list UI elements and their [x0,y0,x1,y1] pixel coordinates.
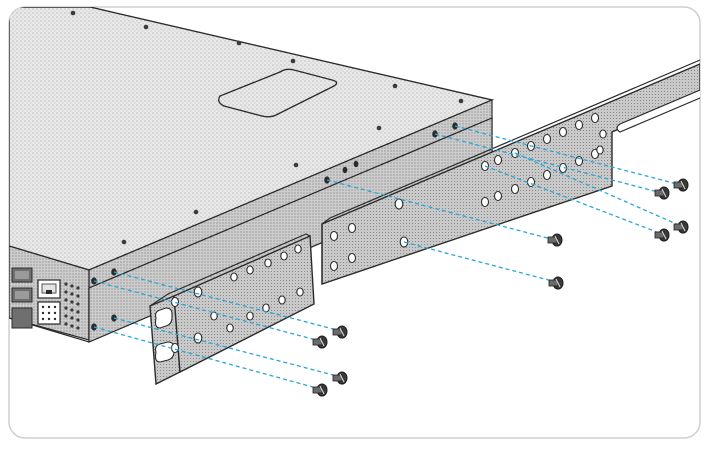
screw-icon [312,335,328,349]
rail-slot [616,89,700,133]
screw-icon [654,228,670,242]
screw-icon [332,325,348,339]
chassis-top-panel [218,68,338,118]
rear-slide-rail [321,59,700,285]
screw-icon [332,371,348,385]
screw-icon [654,186,670,200]
screw-icon [312,383,328,397]
chassis-top-screws [70,10,464,245]
front-panel-ports [11,267,80,330]
alignment-guides [93,125,682,390]
screw-icon [548,276,564,290]
screw-icon [673,220,689,234]
screw-icon [673,178,689,192]
screw-icon [547,233,563,247]
front-mounting-bracket [149,233,315,386]
screws [312,178,689,397]
